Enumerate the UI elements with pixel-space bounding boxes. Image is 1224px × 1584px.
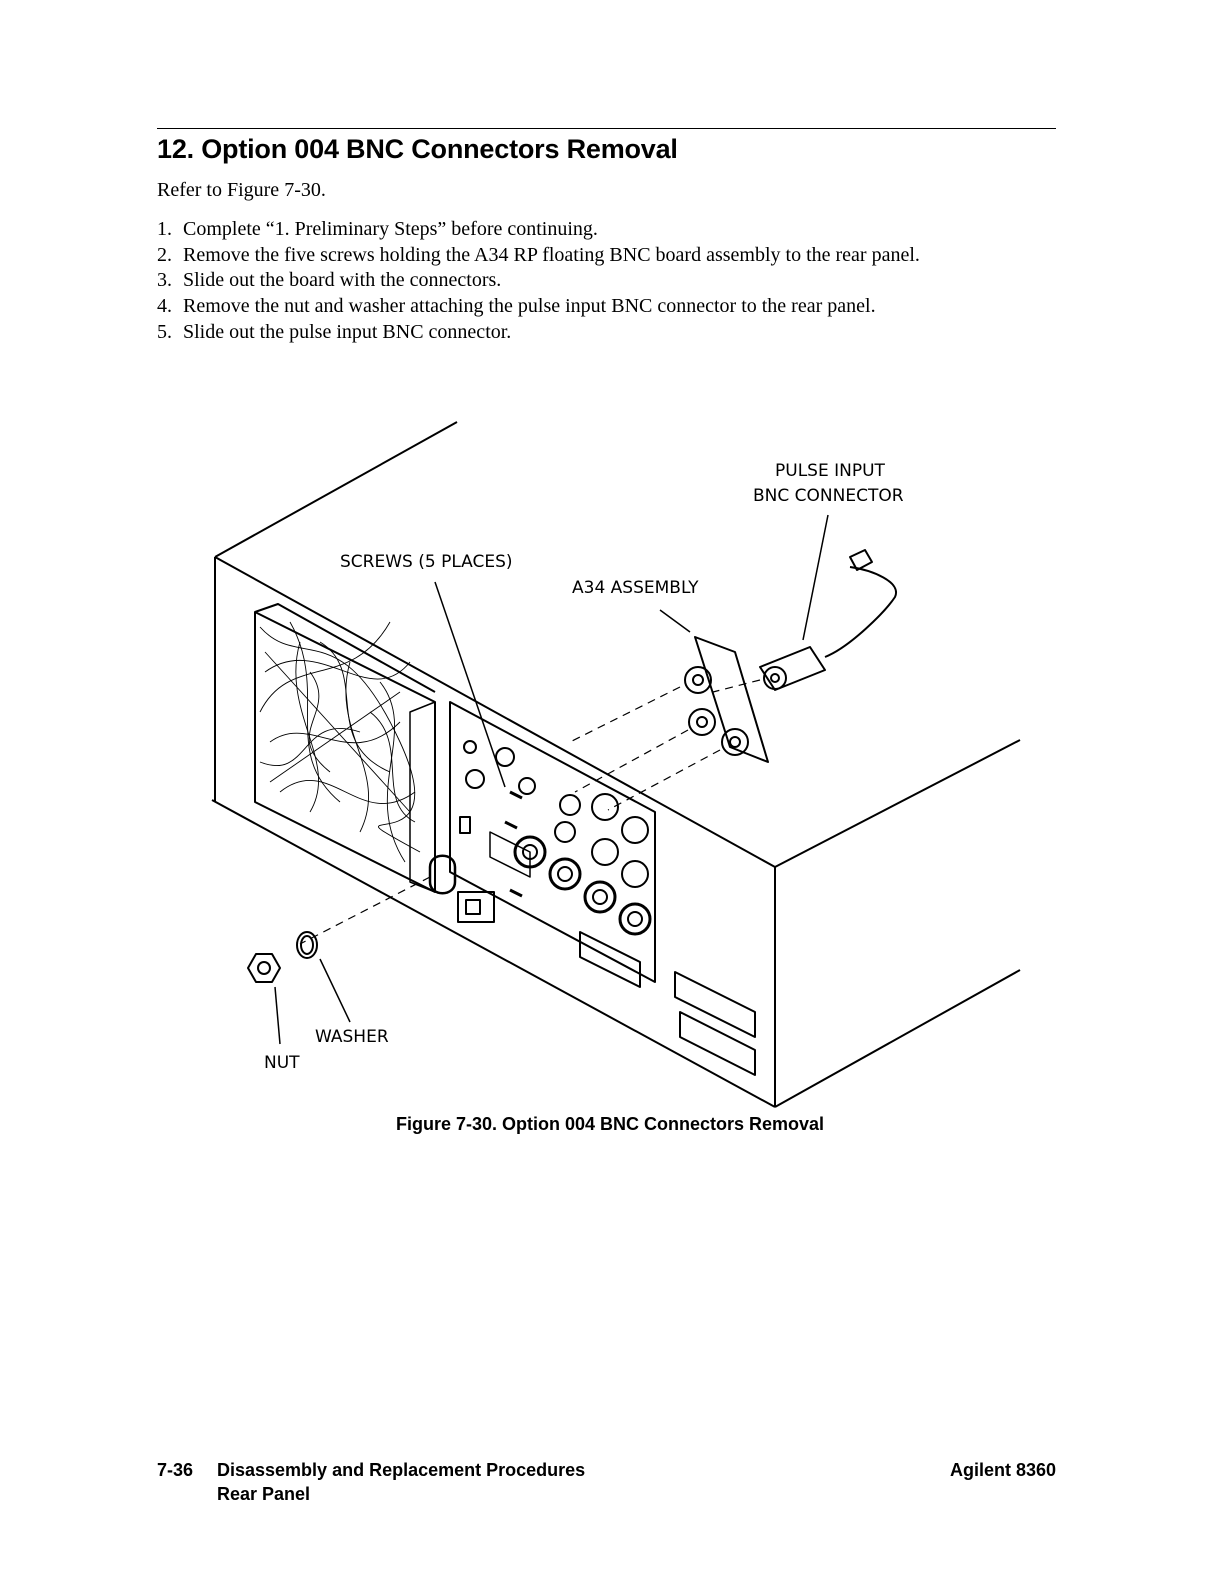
figure-caption: Figure 7-30. Option 004 BNC Connectors R… <box>395 1114 825 1134</box>
step-number: 5. <box>157 320 172 343</box>
a34-board <box>684 636 769 763</box>
procedure-steps: 1. Complete “1. Preliminary Steps” before… <box>157 217 1027 346</box>
chapter-title: Disassembly and Replacement Procedures <box>217 1460 586 1480</box>
product-name: Agilent 8360 <box>949 1460 1056 1480</box>
side-connectors <box>674 971 756 1076</box>
step-item: 2. Remove the five screws holding the A34… <box>157 243 1027 269</box>
step-text: Slide out the pulse input BNC connector. <box>183 320 512 343</box>
instrument-top-edge <box>214 421 458 558</box>
label-pulse-input-line2: BNC CONNECTOR <box>753 486 904 506</box>
section-title: 12. Option 004 BNC Connectors Removal <box>157 134 678 164</box>
page-number: 7-36 <box>157 1460 194 1480</box>
footer-subsection: Rear Panel <box>217 1484 311 1504</box>
step-text: Slide out the board with the connectors. <box>183 269 502 292</box>
leader-washer <box>319 958 351 1023</box>
step-number: 4. <box>157 295 172 318</box>
instrument-right-bottom <box>774 969 1021 1108</box>
leader-screws <box>434 581 506 788</box>
rear-panel-diagram: PULSE INPUT BNC CONNECTOR SCREWS (5 PLAC… <box>211 421 1021 1108</box>
intro-text: Refer to Figure 7-30. <box>157 179 326 201</box>
step-item: 5. Slide out the pulse input BNC connecto… <box>157 320 1027 346</box>
nut-washer <box>247 931 318 983</box>
step-number: 1. <box>157 218 172 240</box>
connector-panel <box>428 701 656 988</box>
step-number: 3. <box>157 269 172 292</box>
leader-nut <box>274 986 281 1045</box>
step-text: Remove the five screws holding the A34 R… <box>183 243 920 266</box>
footer-left: 7-36 Disassembly and Replacement Procedur… <box>157 1458 585 1506</box>
step-item: 4. Remove the nut and washer attaching th… <box>157 294 1027 320</box>
step-text: Remove the nut and washer attaching the … <box>183 295 876 318</box>
leader-pulse <box>802 514 829 641</box>
label-washer: WASHER <box>315 1027 389 1047</box>
step-number: 2. <box>157 243 172 266</box>
label-screws: SCREWS (5 PLACES) <box>340 552 513 572</box>
header-rule <box>157 128 1056 129</box>
label-a34-assembly: A34 ASSEMBLY <box>572 578 699 598</box>
leader-a34 <box>659 609 691 633</box>
fan-grille <box>254 603 436 893</box>
instrument-right-top <box>774 739 1021 868</box>
pulse-input-bnc <box>759 549 898 691</box>
step-text: Complete “1. Preliminary Steps” before c… <box>183 218 598 240</box>
instrument-front-top <box>214 556 776 868</box>
step-item: 1. Complete “1. Preliminary Steps” before… <box>157 217 1027 243</box>
step-item: 3. Slide out the board with the connector… <box>157 268 1027 294</box>
label-pulse-input-line1: PULSE INPUT <box>775 461 886 481</box>
label-nut: NUT <box>264 1053 300 1073</box>
instrument-front-bottom <box>211 799 776 1108</box>
